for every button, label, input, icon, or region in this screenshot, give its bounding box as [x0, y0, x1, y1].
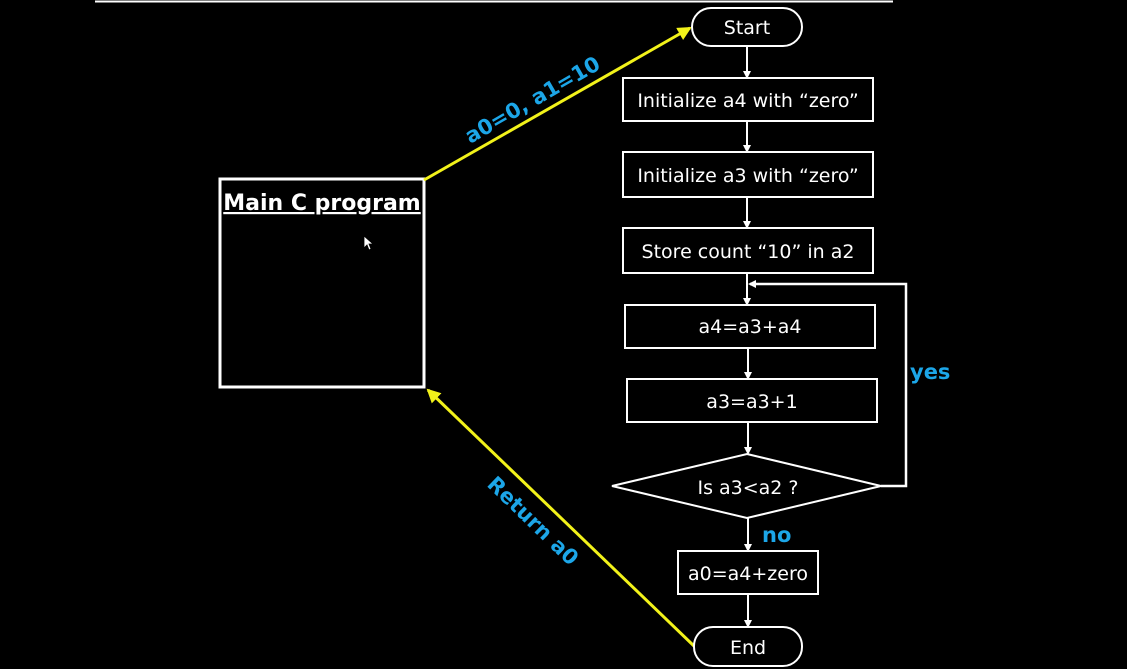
return-arrow-label: Return a0 [483, 472, 584, 570]
start-label: Start [724, 17, 770, 39]
yes-label: yes [910, 360, 950, 384]
end-label: End [730, 637, 766, 659]
call-arrow [423, 26, 692, 182]
increment-a3-label: a3=a3+1 [706, 391, 797, 413]
no-label: no [762, 523, 791, 547]
end-terminal [693, 626, 803, 667]
loop-back-yes-line [748, 280, 908, 488]
main-program-title: Main C program [223, 191, 420, 216]
store-count-label: Store count “10” in a2 [642, 241, 855, 263]
init-a3-label: Initialize a3 with “zero” [637, 165, 858, 187]
return-arrow [426, 388, 696, 648]
call-arrow-label: a0=0, a1=10 [461, 52, 605, 149]
increment-a3-box [626, 378, 878, 423]
result-a0-label: a0=a4+zero [688, 563, 808, 585]
add-a4-label: a4=a3+a4 [698, 316, 801, 338]
main-program-box [218, 177, 426, 389]
add-a4-box [624, 304, 876, 349]
mouse-cursor-icon [363, 235, 375, 251]
decision-label: Is a3<a2 ? [697, 477, 798, 499]
init-a4-label: Initialize a4 with “zero” [637, 90, 858, 112]
